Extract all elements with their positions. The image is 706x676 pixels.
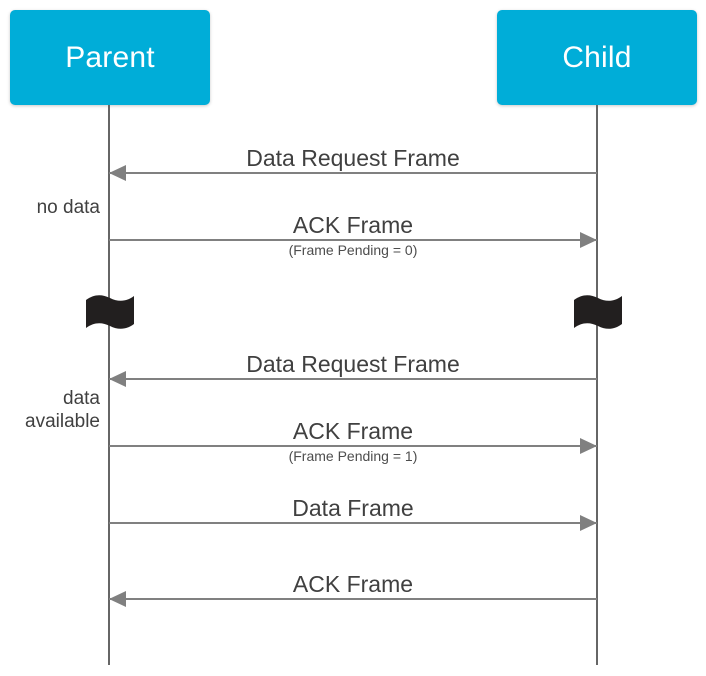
message-label: Data Request Frame — [109, 352, 597, 376]
message-label: Data Request Frame — [109, 146, 597, 170]
message-sublabel: (Frame Pending = 1) — [109, 448, 597, 464]
side-note-data-available-line2: available — [25, 411, 100, 432]
side-note-no-data: no data — [0, 196, 100, 219]
message-line — [109, 239, 597, 241]
message-line — [109, 522, 597, 524]
message-line — [109, 445, 597, 447]
side-note-data-available-line1: data — [63, 388, 100, 409]
arrowhead-left-icon — [109, 371, 126, 387]
side-note-data-available: data available — [0, 387, 100, 433]
message-line — [109, 598, 597, 600]
message-sublabel: (Frame Pending = 0) — [109, 242, 597, 258]
message-label: ACK Frame — [109, 213, 597, 237]
message-label: ACK Frame — [109, 572, 597, 596]
message-label: ACK Frame — [109, 419, 597, 443]
participant-box-parent[interactable]: Parent — [10, 10, 210, 105]
message-line — [109, 378, 597, 380]
participant-label-child: Child — [562, 40, 632, 74]
side-note-no-data-text: no data — [36, 197, 100, 218]
participant-box-child[interactable]: Child — [497, 10, 697, 105]
message-line — [109, 172, 597, 174]
arrowhead-right-icon — [580, 515, 597, 531]
break-marker-child — [572, 292, 624, 332]
lifeline-child — [596, 105, 598, 665]
arrowhead-right-icon — [580, 232, 597, 248]
participant-label-parent: Parent — [65, 40, 155, 74]
arrowhead-left-icon — [109, 591, 126, 607]
arrowhead-right-icon — [580, 438, 597, 454]
arrowhead-left-icon — [109, 165, 126, 181]
message-label: Data Frame — [109, 496, 597, 520]
break-marker-parent — [84, 292, 136, 332]
